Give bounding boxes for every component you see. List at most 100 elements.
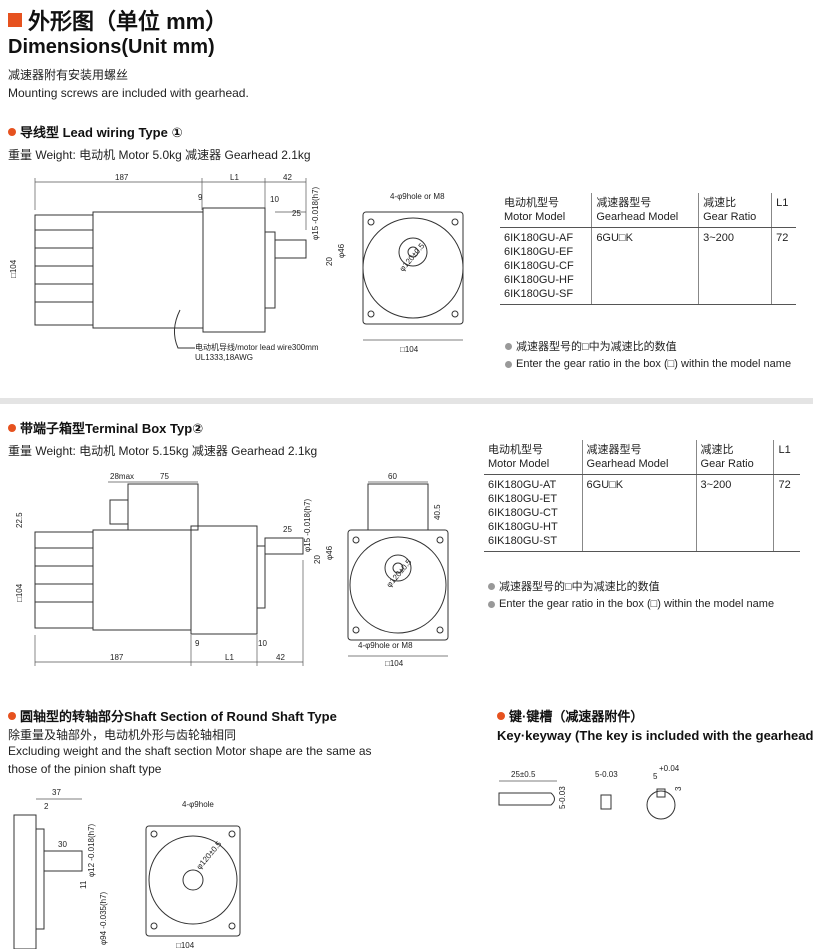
bullet-icon [488,600,495,608]
cell-l1: 72 [771,227,796,305]
section3-shaft-drawing: 37 2 30 φ12 -0.018(h7) 11 φ94 -0.035(h7) [13,788,108,949]
dim-pcd: φ120±0.5 [195,839,224,871]
dim-42: 42 [283,173,292,182]
section2-weight: 重量 Weight: 电动机 Motor 5.15kg 减速器 Gearhead… [8,444,318,458]
dim-20: 20 [325,257,334,266]
th-l1: L1 [771,193,796,228]
dim-9: 9 [195,639,200,648]
dim-60: 60 [388,472,397,481]
dim-25: 25 [292,209,301,218]
dim-tol: +0.04 [659,764,680,773]
section3-title: 圆轴型的转轴部分Shaft Section of Round Shaft Typ… [8,706,337,725]
dim-75: 75 [160,472,169,481]
section4-title: 键·键槽（减速器附件） [497,706,643,725]
section2-title: 带端子箱型Terminal Box Typ② [8,418,203,437]
note-en: Mounting screws are included with gearhe… [8,86,249,100]
dim-5a: 5-0.03 [558,786,567,809]
section-divider [0,398,813,404]
dim-5b: 5-0.03 [595,770,618,779]
section4-key-drawing: 25±0.5 5-0.03 5-0.03 5 +0.04 3 [498,764,683,820]
dim-sq104b: □104 [400,345,419,354]
cell-ratio: 3~200 [695,474,774,552]
cell-gearhead: 6GU□K [591,227,699,305]
bullet-icon [497,711,505,720]
cell-l1: 72 [773,474,800,552]
dim-sq104: □104 [9,259,18,278]
bullet-icon [8,423,16,432]
dim-40-5: 40.5 [433,504,442,520]
section2-side-drawing: 28max 75 22.5 25 φ15 -0.018(h7) 20 φ46 □… [15,472,334,666]
dim-11: 11 [79,880,88,889]
dim-10: 10 [270,195,279,204]
section2-front-drawing: 60 40.5 φ120±0.5 4-φ9hole or M8 □104 [347,472,449,668]
dim-shaft: φ15 -0.018(h7) [303,498,312,552]
section1-title-text: 导线型 Lead wiring Type ① [20,125,183,140]
section1-title: 导线型 Lead wiring Type ① [8,122,182,141]
section1-note1: 减速器型号的□中为减速比的数值 [505,338,677,354]
dim-l1: L1 [230,173,239,182]
dim-22-5: 22.5 [15,512,24,528]
bullet-icon [505,360,512,368]
section3-title-text: 圆轴型的转轴部分Shaft Section of Round Shaft Typ… [20,709,337,724]
bullet-icon [488,582,495,590]
dim-3: 3 [674,786,683,791]
dim-sq104b: □104 [385,659,404,668]
dim-sq104: □104 [15,583,24,602]
bullet-icon [505,342,512,350]
section4-subtitle: Key·keyway (The key is included with the… [497,728,813,743]
section1-side-drawing: 187 L1 42 9 10 25 φ15 -0.018(h7) 20 φ46 … [9,173,346,362]
section3-front-drawing: 4-φ9hole φ120±0.5 □104 [145,800,241,949]
dim-46: φ46 [337,243,346,258]
dim-25: 25±0.5 [511,770,536,779]
page-title-en: Dimensions(Unit mm) [8,36,215,58]
bullet-icon [8,127,16,136]
title-zh-text: 外形图（单位 mm） [28,9,228,34]
lead-label-1: 电动机导线/motor lead wire300mm [195,342,319,352]
section3-line2: Excluding weight and the shaft section M… [8,744,372,758]
lead-label-2: UL1333,18AWG [195,353,253,362]
section1-front-drawing: 4-φ9hole or M8 φ120±0.5 □104 [362,192,464,354]
th-l1: L1 [773,440,800,475]
bullet-icon [8,711,16,720]
dim-10: 10 [258,639,267,648]
dim-187: 187 [110,653,124,662]
dim-187: 187 [115,173,129,182]
dim-42: 42 [276,653,285,662]
dim-20: 20 [313,555,322,564]
note-zh: 减速器附有安装用螺丝 [8,68,129,82]
dim-28max: 28max [110,472,134,481]
dim-l1: L1 [225,653,234,662]
dim-pcd: φ120±0.5 [398,241,427,273]
dim-2: 2 [44,802,49,811]
dim-sq104: □104 [176,941,195,949]
section1-weight: 重量 Weight: 电动机 Motor 5.0kg 减速器 Gearhead … [8,148,311,162]
dim-5c: 5 [653,772,658,781]
dim-hole: 4-φ9hole [182,800,214,809]
dim-shaft12: φ12 -0.018(h7) [87,823,96,877]
dim-hole: 4-φ9hole or M8 [358,641,413,650]
section3-line3: those of the pinion shaft type [8,762,162,776]
dim-46: φ46 [325,545,334,560]
dim-shaft: φ15 -0.018(h7) [311,186,320,240]
section1-note2: Enter the gear ratio in the box (□) with… [505,358,791,370]
dim-30: 30 [58,840,67,849]
section2-note1: 减速器型号的□中为减速比的数值 [488,578,660,594]
page-title-zh: 外形图（单位 mm） [8,4,227,36]
section3-line1: 除重量及轴部外，电动机外形与齿轮轴相同 [8,728,237,742]
dim-9: 9 [198,193,203,202]
section2-note2: Enter the gear ratio in the box (□) with… [488,598,774,610]
dim-hole: 4-φ9hole or M8 [390,192,445,201]
cell-gearhead: 6GU□K [581,474,697,552]
title-marker-icon [8,13,22,27]
dim-37: 37 [52,788,61,797]
